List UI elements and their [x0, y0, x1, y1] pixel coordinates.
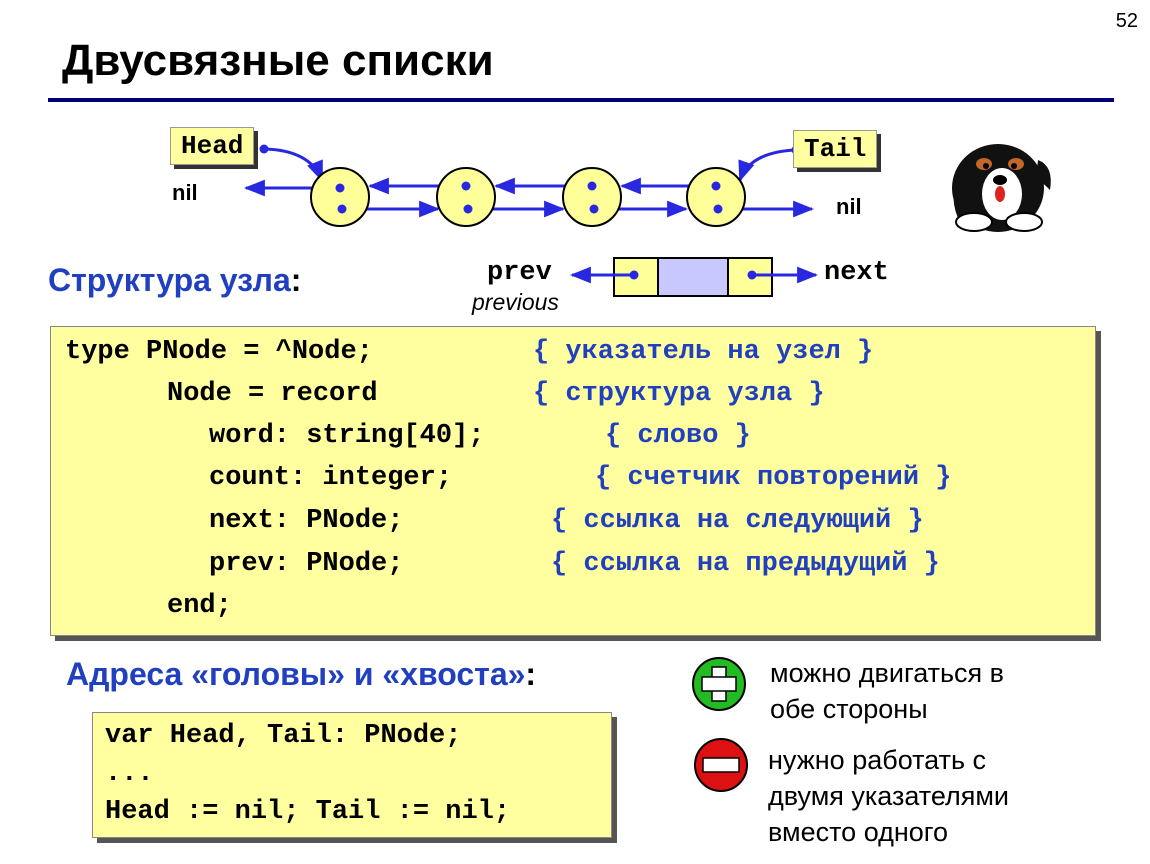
- code-line: end;: [167, 591, 232, 621]
- list-node-3: [562, 167, 622, 227]
- code-comment: { слово }: [605, 421, 751, 451]
- tail-pointer-arrow: [738, 148, 797, 182]
- code-line: Head := nil; Tail := nil;: [105, 797, 511, 827]
- list-node-4: [686, 167, 746, 227]
- code-line: prev: PNode;: [209, 549, 404, 579]
- disadvantage-note: нужно работать с двумя указателями вмест…: [768, 745, 1010, 847]
- type-code-block: type PNode = ^Node; { указатель на узел …: [50, 326, 1096, 636]
- tail-label: Tail: [793, 130, 878, 168]
- list-node-2: [436, 167, 496, 227]
- title-divider: [48, 98, 1114, 102]
- head-pointer-arrow: [263, 147, 324, 182]
- nil-left: nil: [172, 180, 198, 205]
- code-comment: { указатель на узел }: [533, 337, 874, 367]
- code-line: count: integer;: [209, 463, 453, 493]
- code-line: var Head, Tail: PNode;: [105, 721, 462, 751]
- nil-right: nil: [836, 194, 862, 219]
- code-line: word: string[40];: [209, 421, 485, 451]
- next-label: next: [824, 258, 889, 288]
- prev-label: prev: [487, 258, 552, 288]
- advantage-note: можно двигаться в обе стороны: [770, 658, 1005, 724]
- slide-number: 52: [1115, 10, 1138, 32]
- node-data-cell: [657, 257, 729, 297]
- node-structure-heading: Структура узла:: [48, 262, 302, 298]
- code-line: Node = record: [167, 379, 378, 409]
- code-comment: { ссылка на следующий }: [551, 506, 924, 536]
- code-comment: { ссылка на предыдущий }: [551, 549, 940, 579]
- var-code-block: var Head, Tail: PNode; ... Head := nil; …: [92, 712, 612, 838]
- minus-icon: [694, 738, 748, 792]
- code-comment: { счетчик повторений }: [595, 463, 952, 493]
- plus-icon: [692, 657, 746, 711]
- previous-label: previous: [472, 289, 559, 315]
- list-node-1: [310, 167, 370, 227]
- page-title: Двусвязные списки: [62, 36, 494, 85]
- head-label: Head: [170, 127, 255, 165]
- code-comment: { структура узла }: [533, 379, 825, 409]
- dog-picture: [952, 144, 1051, 232]
- addresses-heading: Адреса «головы» и «хвоста»:: [66, 656, 537, 692]
- code-line: type PNode = ^Node;: [65, 337, 373, 367]
- code-line: ...: [105, 759, 154, 789]
- code-line: next: PNode;: [209, 506, 404, 536]
